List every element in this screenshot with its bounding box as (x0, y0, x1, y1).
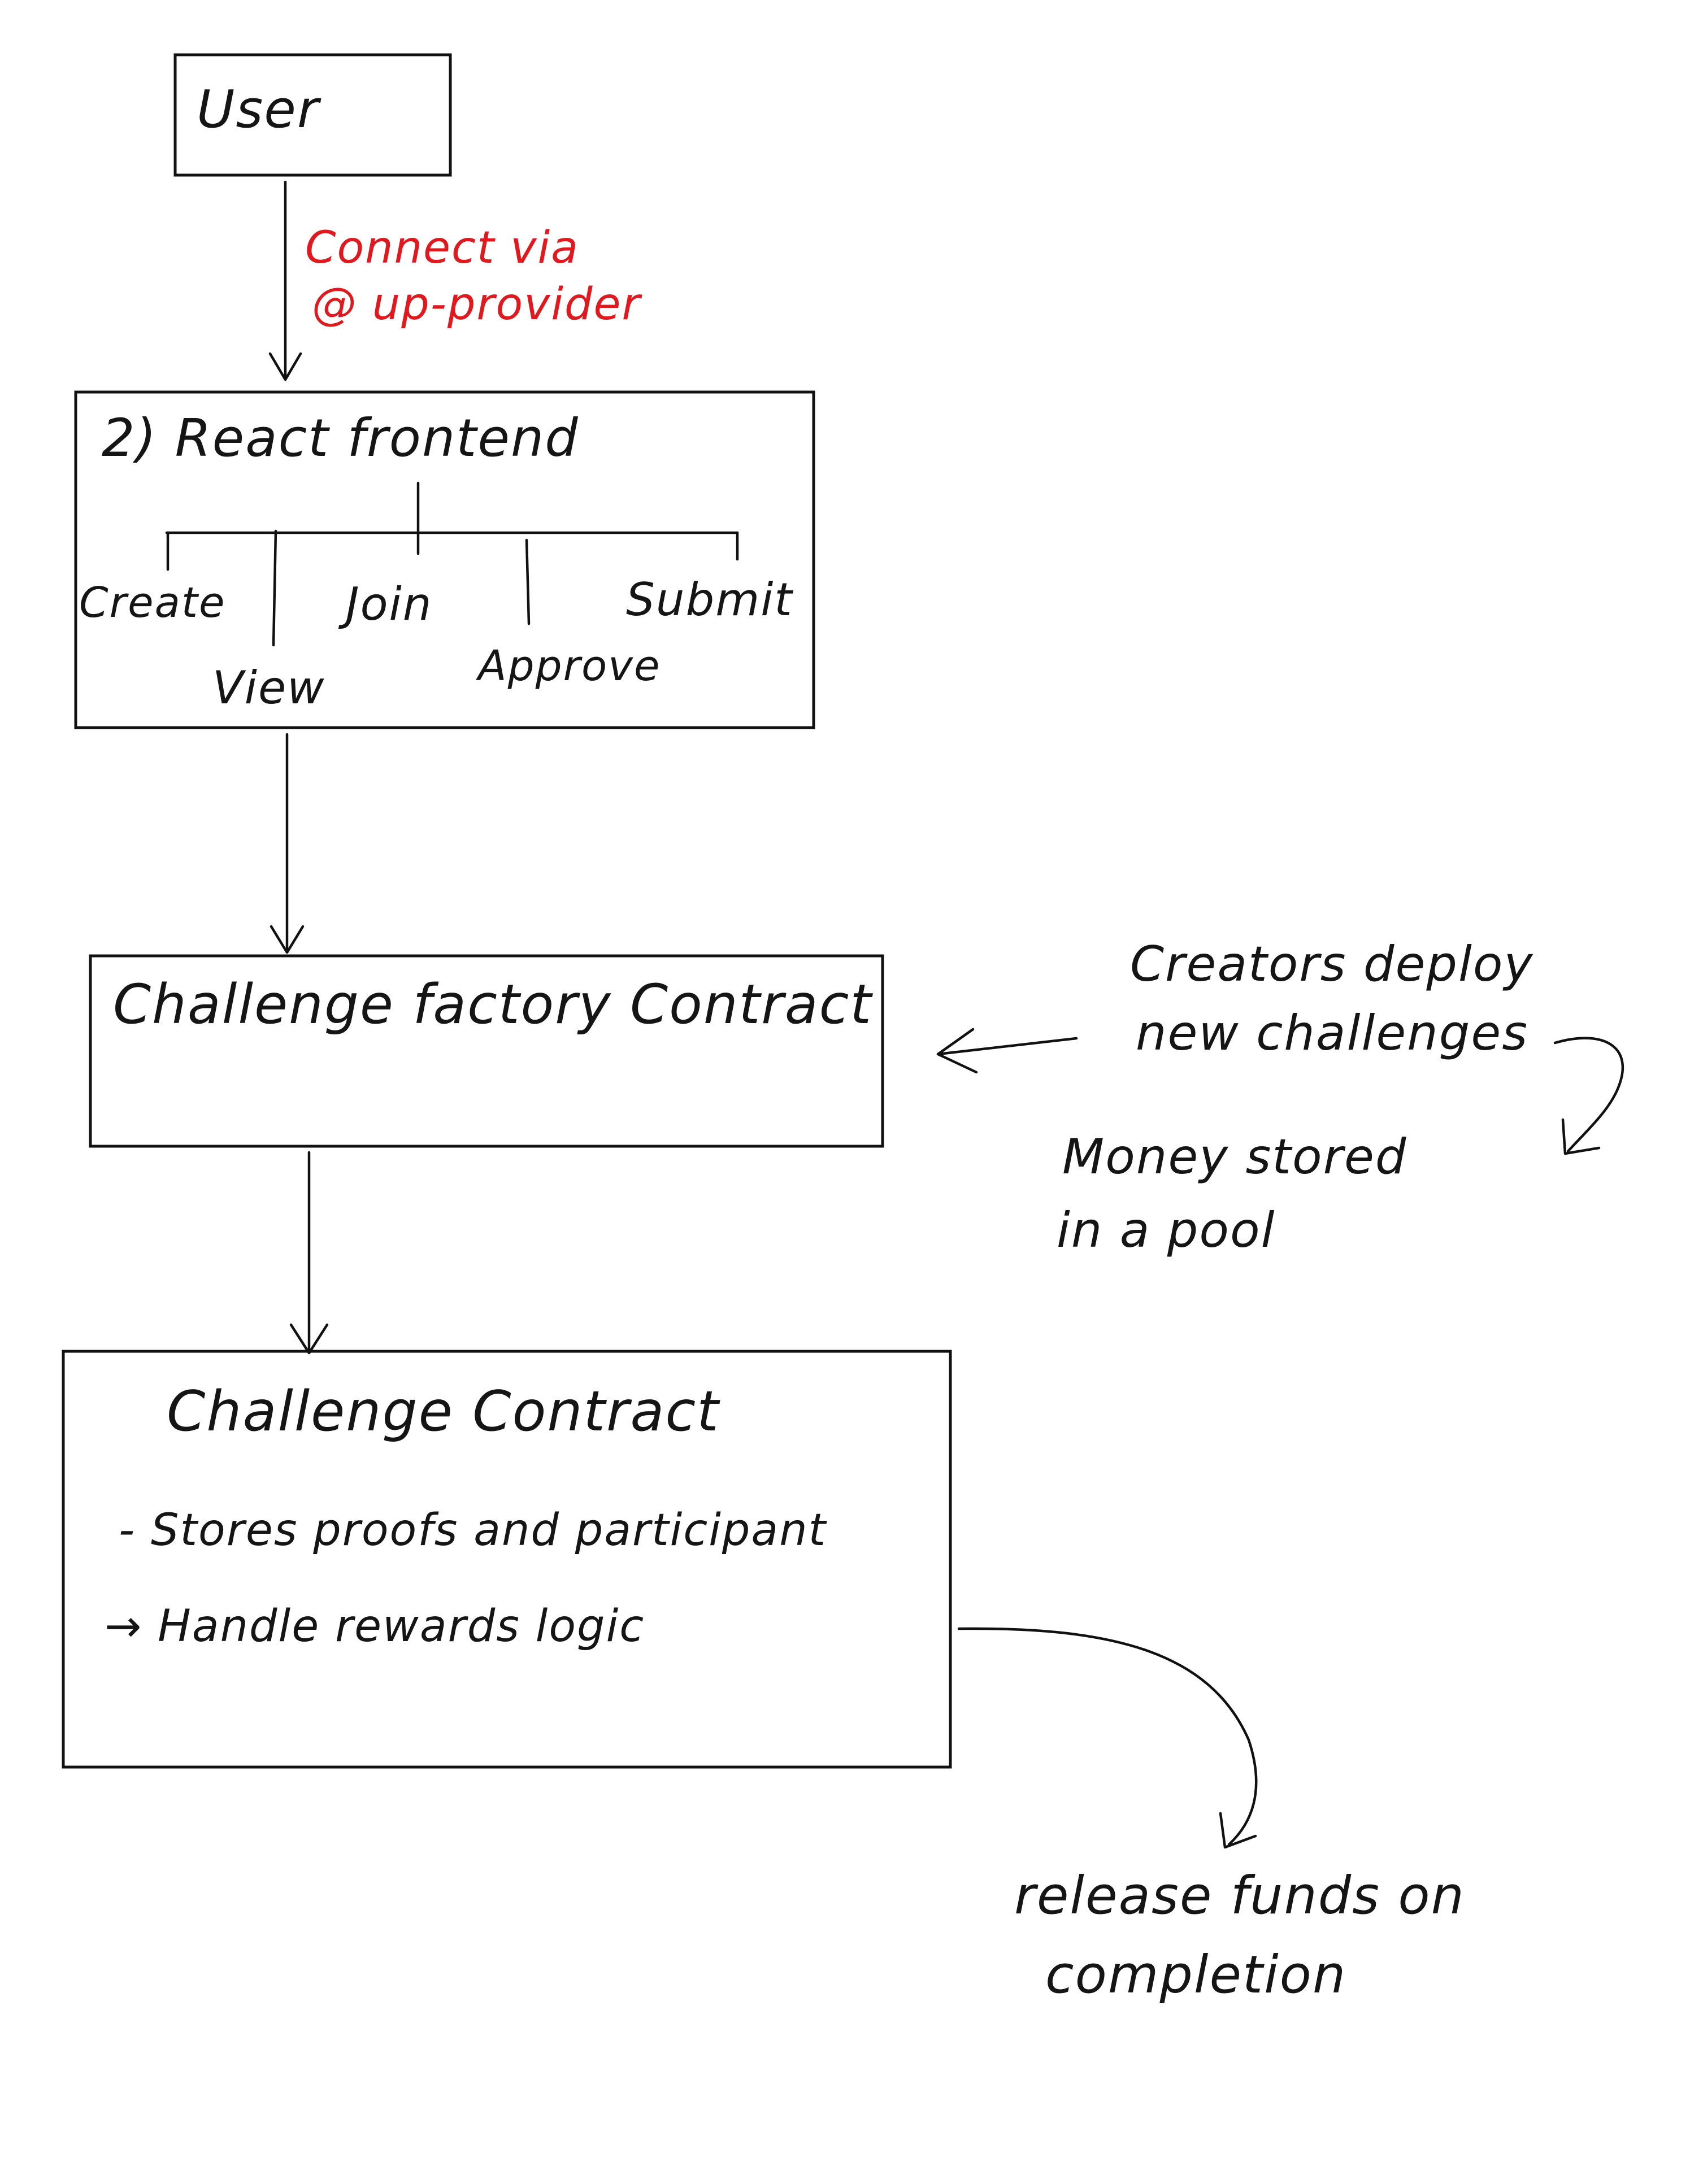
action-create: Create (79, 578, 226, 627)
challenge-bullet-2: → Handle rewards logic (105, 1601, 645, 1652)
action-join: Join (346, 578, 433, 630)
release-note-line1: release funds on (1014, 1865, 1465, 1926)
factory-title: Challenge factory Contract (113, 973, 873, 1036)
frontend-box (74, 390, 815, 729)
challenge-bullet-1: - Stores proofs and participant (119, 1505, 827, 1556)
user-box (173, 53, 452, 177)
factory-note-line3: Money stored (1062, 1129, 1407, 1185)
arrow-frontend-to-factory (270, 733, 305, 954)
action-submit: Submit (626, 573, 793, 626)
arrow-factory-to-challenge (289, 1151, 329, 1355)
factory-box (89, 954, 884, 1148)
factory-note-line2: new challenges (1136, 1005, 1529, 1061)
action-view: View (212, 662, 325, 714)
release-note-line2: completion (1045, 1944, 1347, 2005)
action-approve: Approve (478, 642, 661, 690)
arrow-curve-to-release (957, 1627, 1258, 1849)
factory-note-line1: Creators deploy (1130, 936, 1534, 993)
user-label: User (197, 79, 320, 140)
connection-label-line1: Connect via (305, 223, 579, 273)
frontend-title: 2) React frontend (102, 408, 579, 468)
challenge-box (62, 1350, 952, 1769)
arrow-note-to-factory (936, 1028, 1078, 1074)
factory-note-line4: in a pool (1057, 1202, 1276, 1259)
arrow-user-to-frontend (268, 180, 302, 381)
connection-label-line2: @ up-provider (312, 279, 641, 330)
challenge-title: Challenge Contract (167, 1380, 720, 1444)
arrow-curve-to-pool (1553, 1037, 1624, 1155)
frontend-action-tree (165, 481, 739, 647)
